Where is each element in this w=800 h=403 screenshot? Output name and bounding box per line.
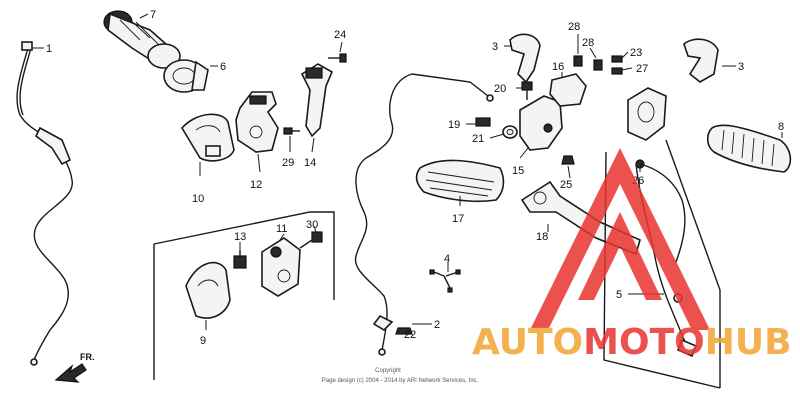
part-label-27: 27 [636, 63, 648, 75]
box-5 [603, 139, 721, 389]
screw-29 [283, 127, 300, 135]
bolt-24 [328, 53, 347, 63]
part-label-21: 21 [472, 133, 484, 145]
watermark-logo: AUTOMOTOHUB [472, 148, 792, 363]
throttle-cable [16, 41, 73, 366]
holder-16 [549, 73, 587, 107]
part-label-23: 23 [630, 47, 642, 59]
part-label-3b: 3 [738, 61, 744, 73]
grip-8 [706, 124, 792, 173]
nut-22 [395, 327, 413, 335]
clamp-part-10 [181, 113, 235, 162]
part-label-12: 12 [250, 179, 262, 191]
part-label-17: 17 [452, 213, 464, 225]
throttle-grip-assembly [103, 10, 209, 93]
part-label-2: 2 [434, 319, 440, 331]
nut-25 [561, 155, 575, 165]
lever-bracket-15 [519, 95, 563, 151]
screw-13 [233, 250, 247, 269]
bolt-30 [299, 231, 323, 249]
part-label-28a: 28 [568, 21, 580, 33]
watermark-text-moto: MOTO [583, 322, 705, 363]
part-label-3a: 3 [492, 41, 498, 53]
part-label-7: 7 [150, 9, 156, 21]
part-label-4: 4 [444, 253, 450, 265]
strap-3-left [509, 33, 541, 84]
copyright-line-2: Page design (c) 2004 - 2014 by ARI Netwo… [322, 378, 479, 384]
front-direction-indicator: FR. [54, 352, 95, 383]
sub-assembly-box [153, 211, 335, 380]
washer-21 [502, 125, 518, 139]
screws-23-27 [611, 55, 623, 75]
part-label-29: 29 [282, 157, 294, 169]
front-direction-label: FR. [80, 352, 95, 362]
part-label-25: 25 [560, 179, 572, 191]
part-label-5: 5 [616, 289, 622, 301]
wire-4 [429, 269, 461, 293]
part-label-30: 30 [306, 219, 318, 231]
part-label-15: 15 [512, 165, 524, 177]
part-label-16: 16 [552, 61, 564, 73]
switch-housing-right [627, 87, 667, 169]
part-label-6: 6 [220, 61, 226, 73]
copyright-line-1: Copyright [375, 368, 401, 374]
lever-14 [300, 63, 334, 138]
clamp-part-9 [185, 261, 231, 319]
part-label-14: 14 [304, 157, 316, 169]
part-label-9: 9 [200, 335, 206, 347]
screw-19 [475, 117, 491, 127]
part-label-8: 8 [778, 121, 784, 133]
bracket-11 [261, 237, 301, 297]
watermark-text-hub: HUB [705, 322, 792, 363]
watermark-triangle-outer [530, 148, 710, 330]
part-label-28b: 28 [582, 37, 594, 49]
clutch-cable [354, 73, 494, 356]
grip-17 [415, 159, 505, 203]
switch-housing-12 [235, 91, 279, 153]
watermark-triangle-inner [578, 212, 662, 300]
part-label-1: 1 [46, 43, 52, 55]
strap-3-right [683, 38, 719, 83]
screws-28 [573, 55, 603, 71]
part-label-19: 19 [448, 119, 460, 131]
part-label-13: 13 [234, 231, 246, 243]
part-label-20: 20 [494, 83, 506, 95]
screw-20 [521, 81, 533, 100]
part-label-24: 24 [334, 29, 346, 41]
part-label-10: 10 [192, 193, 204, 205]
copyright: Copyright Page design (c) 2004 - 2014 by… [322, 368, 479, 384]
part-label-11: 11 [276, 223, 287, 235]
part-label-18: 18 [536, 231, 548, 243]
part-label-22: 22 [404, 329, 416, 341]
watermark-text: AUTOMOTOHUB [472, 322, 792, 363]
watermark-text-auto: AUTO [472, 322, 583, 363]
part-labels: 1 2 3 3 4 5 6 7 8 9 10 11 12 13 14 15 16… [46, 9, 784, 347]
